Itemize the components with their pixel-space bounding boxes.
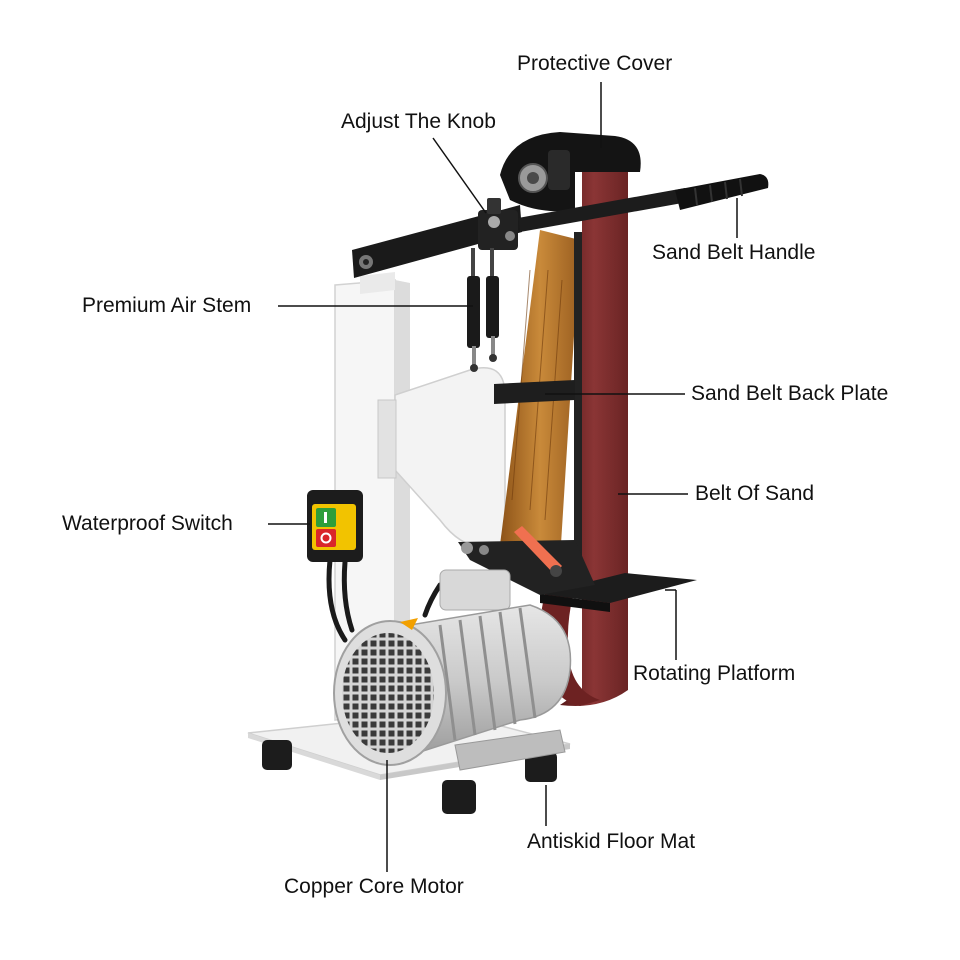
main-arm [352, 174, 769, 278]
label-copper-core-motor: Copper Core Motor [284, 875, 464, 898]
cables [326, 557, 443, 643]
motor [333, 569, 572, 771]
label-antiskid-floor-mat: Antiskid Floor Mat [527, 830, 696, 853]
switch-box [307, 490, 363, 562]
antiskid-feet [262, 740, 557, 814]
air-stems [467, 248, 499, 372]
label-waterproof-switch: Waterproof Switch [62, 512, 233, 535]
label-belt-of-sand: Belt Of Sand [695, 482, 815, 505]
label-sand-belt-back-plate: Sand Belt Back Plate [691, 382, 889, 405]
protective-cover [500, 132, 641, 212]
label-adjust-knob: Adjust The Knob [341, 110, 496, 133]
label-protective-cover: Protective Cover [517, 52, 673, 75]
platform [458, 526, 697, 612]
label-premium-air-stem: Premium Air Stem [82, 294, 252, 317]
label-rotating-platform: Rotating Platform [633, 662, 796, 685]
label-sand-belt-handle: Sand Belt Handle [652, 241, 816, 264]
leader-lines [268, 82, 738, 872]
